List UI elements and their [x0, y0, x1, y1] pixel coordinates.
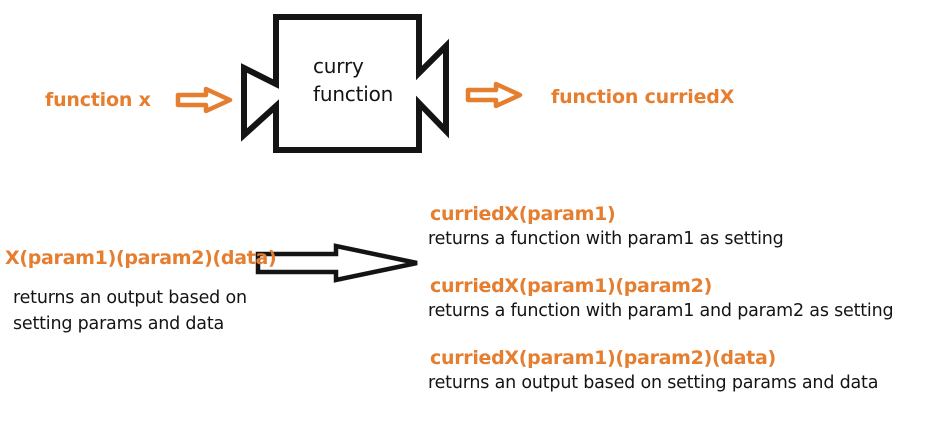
curry-machine-shape [241, 14, 449, 153]
uncurried-call-block: X(param1)(param2)(data) returns an outpu… [5, 245, 277, 337]
transform-arrow-icon [255, 243, 418, 283]
uncurried-call-title: X(param1)(param2)(data) [5, 247, 277, 269]
curried-results-column: curriedX(param1) returns a function with… [428, 201, 894, 395]
curried-result-description: returns a function with param1 and param… [428, 301, 894, 321]
input-function-label: function x [45, 89, 151, 111]
curried-result-description: returns a function with param1 as settin… [428, 229, 784, 249]
curried-result-param1: curriedX(param1) returns a function with… [428, 201, 893, 251]
curried-result-param1-param2: curriedX(param1)(param2) returns a funct… [428, 273, 894, 323]
curried-result-title: curriedX(param1) [430, 203, 616, 225]
output-arrow-icon [465, 81, 523, 109]
curry-machine-label-line1: curry [313, 54, 364, 78]
uncurried-call-description-line2: setting params and data [13, 314, 225, 334]
curried-result-description: returns an output based on setting param… [428, 373, 879, 393]
uncurried-call-description-line1: returns an output based on [13, 288, 247, 308]
curried-result-param1-param2-data: curriedX(param1)(param2)(data) returns a… [428, 345, 893, 395]
curry-machine-label-line2: function [313, 82, 394, 106]
curried-result-title: curriedX(param1)(param2) [430, 275, 712, 297]
curried-result-title: curriedX(param1)(param2)(data) [430, 347, 776, 369]
curry-machine-label: curry function [313, 52, 393, 108]
input-arrow-icon [175, 86, 233, 114]
output-function-label: function curriedX [551, 86, 735, 108]
